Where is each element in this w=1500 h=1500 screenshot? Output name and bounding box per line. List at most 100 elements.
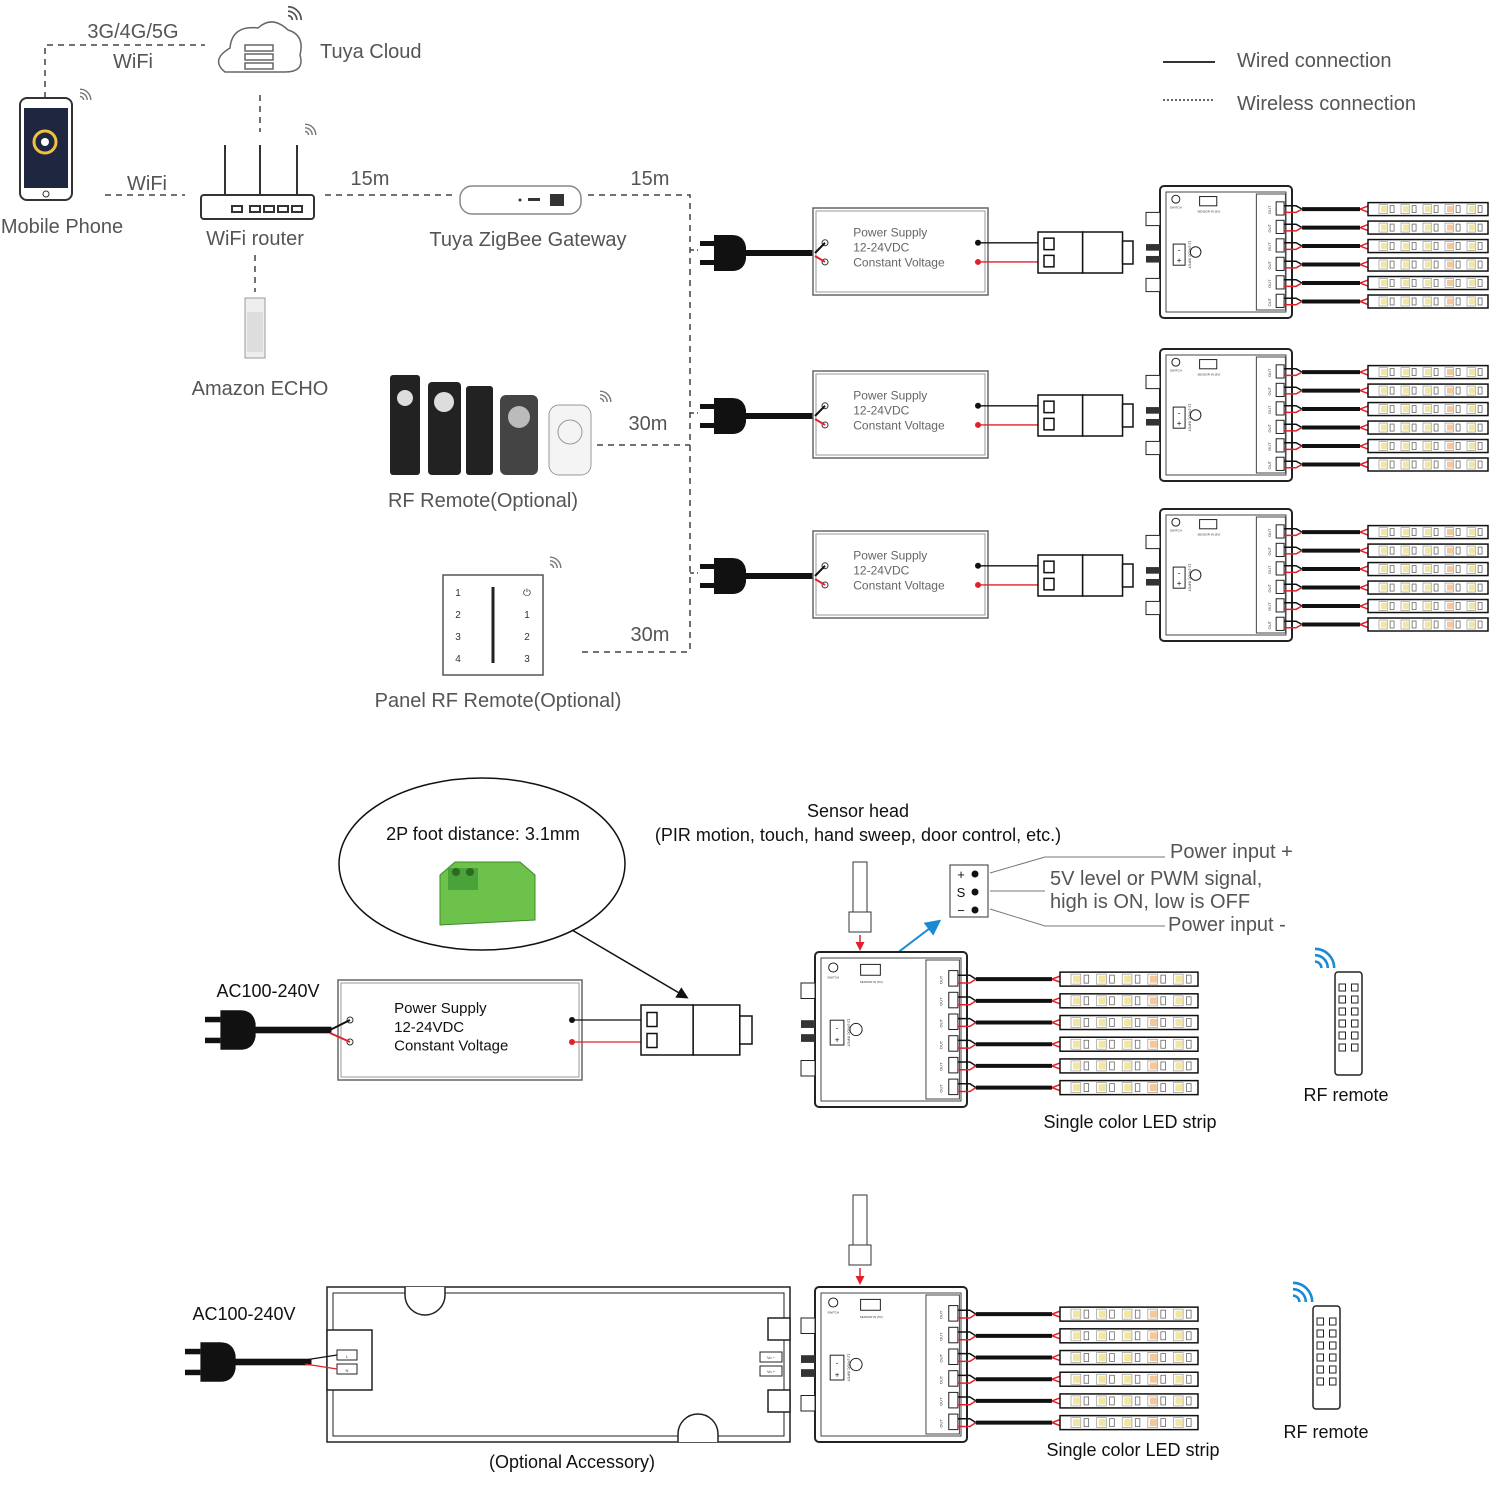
resistor xyxy=(1433,205,1439,213)
resistor xyxy=(1433,423,1439,432)
wire xyxy=(1284,371,1303,377)
led-emitter xyxy=(1149,1310,1157,1318)
resistor xyxy=(1389,602,1395,610)
psu-label-line3: Constant Voltage xyxy=(853,579,945,593)
led-emitter xyxy=(1447,224,1454,231)
wire xyxy=(814,565,826,577)
wire xyxy=(957,1421,977,1428)
wire xyxy=(1051,1335,1061,1340)
plug-body xyxy=(714,235,746,271)
led-emitter xyxy=(1175,1419,1183,1427)
wire xyxy=(1051,1021,1061,1027)
wire xyxy=(1359,423,1369,429)
wire xyxy=(957,1396,977,1402)
resistor xyxy=(1389,386,1395,395)
legend-wireless-label: Wireless connection xyxy=(1237,93,1416,115)
led-emitter xyxy=(1403,603,1410,610)
controller-inner xyxy=(1165,191,1287,313)
remote-key xyxy=(1338,1007,1346,1016)
resistor xyxy=(1477,442,1483,450)
mount-stub xyxy=(800,1395,816,1412)
remote-key xyxy=(1329,1377,1337,1386)
led-emitter xyxy=(1175,1375,1183,1383)
output-label: OUT xyxy=(1267,442,1272,451)
resistor xyxy=(1109,974,1115,984)
output-terminal xyxy=(948,1035,959,1052)
wire xyxy=(1359,605,1369,610)
resistor xyxy=(1186,974,1192,984)
amazon-echo-icon xyxy=(244,297,266,359)
wire xyxy=(1284,242,1303,247)
controller-outline xyxy=(814,951,968,1108)
led-emitter xyxy=(1447,443,1454,450)
led-strip-label: Single color LED strip xyxy=(1043,1112,1216,1132)
resistor xyxy=(1455,602,1461,610)
led-emitter xyxy=(1175,997,1183,1005)
wire xyxy=(1284,263,1303,269)
sensor-head-cable xyxy=(852,861,868,918)
wire xyxy=(1051,1421,1061,1427)
connector-female xyxy=(1081,231,1124,274)
antenna-connector xyxy=(1189,569,1202,581)
resistor xyxy=(1411,297,1417,306)
connector-female xyxy=(1081,394,1124,437)
terminal-l-label: L xyxy=(346,1354,349,1359)
slim-power-supply xyxy=(326,1286,791,1443)
cloud-icon xyxy=(217,21,302,73)
led-emitter xyxy=(1098,1019,1106,1027)
resistor xyxy=(1134,1309,1141,1319)
plug-prong xyxy=(205,1037,221,1044)
output-label: OUT xyxy=(1267,546,1272,555)
plug-body xyxy=(714,398,746,434)
resistor xyxy=(1160,1374,1166,1384)
remote-key xyxy=(1338,995,1346,1004)
wire xyxy=(1359,282,1369,287)
controller-inner xyxy=(1165,354,1287,476)
switch-button xyxy=(1171,517,1181,527)
wire xyxy=(1359,620,1369,626)
wire xyxy=(1284,423,1303,429)
mount-stub xyxy=(1145,374,1161,390)
wire xyxy=(1284,623,1303,629)
led-emitter xyxy=(1073,1397,1081,1405)
wire xyxy=(814,418,826,426)
wire xyxy=(1051,1040,1061,1045)
wire xyxy=(957,1043,977,1049)
sensor-port-label: SENSOR IN (5V) xyxy=(1197,209,1220,213)
resistor xyxy=(1109,1061,1115,1071)
led-emitter xyxy=(1425,443,1432,450)
wireless-signal-icon xyxy=(599,390,612,403)
led-emitter xyxy=(1469,621,1476,628)
wire xyxy=(1051,1397,1061,1402)
wave xyxy=(79,88,92,101)
psu-label-line1: Power Supply xyxy=(853,549,927,563)
led-strip xyxy=(1059,1079,1199,1096)
led-emitter xyxy=(1403,621,1410,628)
output-terminal xyxy=(1275,238,1285,253)
wire xyxy=(957,1061,977,1067)
output-label: OUT xyxy=(939,1419,944,1428)
wire xyxy=(1284,445,1303,451)
wire xyxy=(1359,279,1369,284)
resistor xyxy=(1477,260,1483,269)
switch-button xyxy=(828,1297,839,1308)
wire xyxy=(1359,297,1369,303)
connector-female xyxy=(1081,554,1124,597)
psu-label-line1: Power Supply xyxy=(853,226,927,240)
output-terminal xyxy=(948,1413,959,1431)
power-cord xyxy=(254,1026,332,1034)
dc-input-plug xyxy=(1146,244,1160,251)
ac-plug-icon xyxy=(185,1342,312,1382)
power-cord xyxy=(745,413,815,419)
led-emitter xyxy=(1425,424,1432,431)
signal-label-line2: high is ON, low is OFF xyxy=(1050,891,1250,913)
resistor xyxy=(1083,1418,1090,1427)
led-emitter xyxy=(1447,584,1454,591)
resistor xyxy=(1134,974,1141,984)
wireless-signal-icon xyxy=(549,556,562,569)
output-label: OUT xyxy=(939,1310,944,1319)
led-emitter xyxy=(1098,975,1106,983)
led-emitter xyxy=(1403,206,1410,213)
dc-input-port xyxy=(1172,406,1186,429)
